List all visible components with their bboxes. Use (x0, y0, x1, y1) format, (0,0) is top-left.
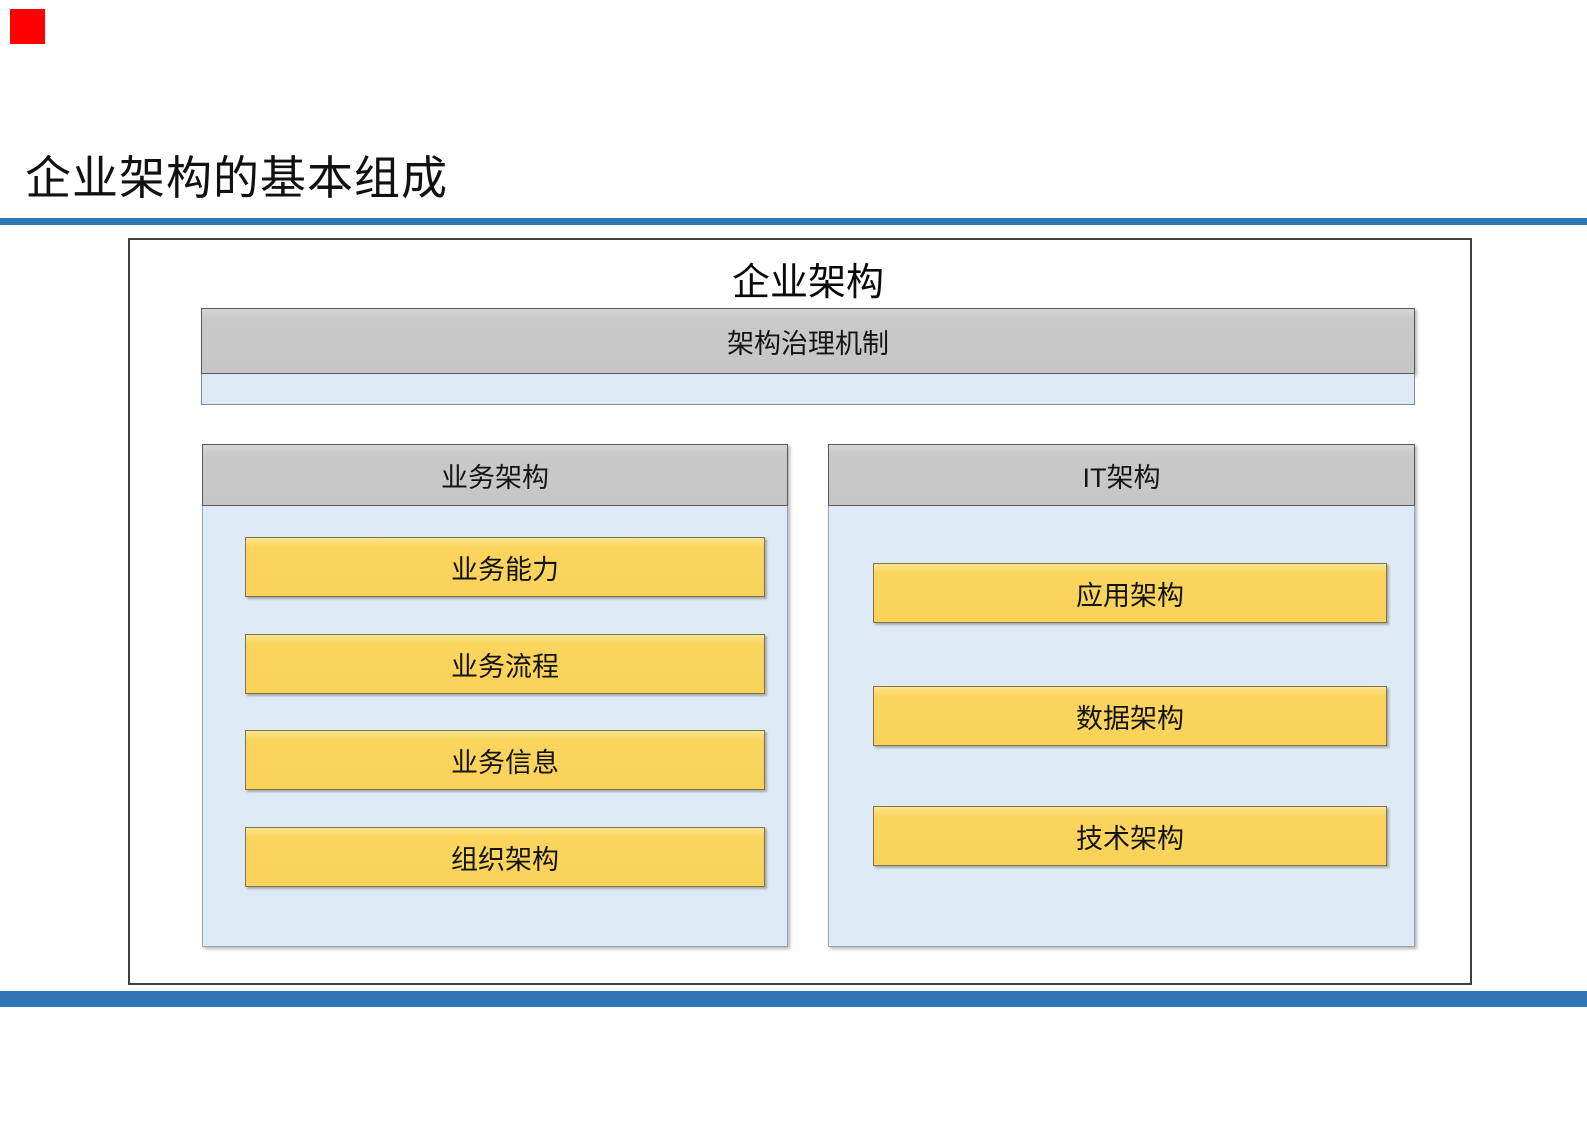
it-architecture-header: IT架构 (828, 444, 1415, 506)
business-item-label: 组织架构 (451, 844, 559, 875)
it-item-label: 技术架构 (1076, 823, 1184, 854)
diagram-title: 企业架构 (731, 261, 884, 304)
business-item-information: 业务信息 (245, 730, 765, 790)
bottom-accent-bar (0, 991, 1587, 1007)
business-item-label: 业务能力 (451, 554, 559, 585)
governance-label: 架构治理机制 (727, 328, 889, 359)
it-item-application: 应用架构 (873, 563, 1387, 623)
it-item-label: 应用架构 (1076, 580, 1184, 611)
it-item-data: 数据架构 (873, 686, 1387, 746)
it-architecture-label: IT架构 (1082, 462, 1161, 493)
governance-body-strip (201, 374, 1415, 405)
it-item-technology: 技术架构 (873, 806, 1387, 866)
governance-header: 架构治理机制 (201, 308, 1415, 374)
business-item-organization: 组织架构 (245, 827, 765, 887)
business-item-process: 业务流程 (245, 634, 765, 694)
business-architecture-label: 业务架构 (441, 462, 549, 493)
title-divider-rule (0, 218, 1587, 225)
business-item-label: 业务信息 (451, 747, 559, 778)
slide-title: 企业架构的基本组成 (25, 152, 448, 204)
business-item-label: 业务流程 (451, 651, 559, 682)
business-architecture-header: 业务架构 (202, 444, 788, 506)
red-corner-marker (10, 9, 45, 44)
it-item-label: 数据架构 (1076, 703, 1184, 734)
business-item-capability: 业务能力 (245, 537, 765, 597)
